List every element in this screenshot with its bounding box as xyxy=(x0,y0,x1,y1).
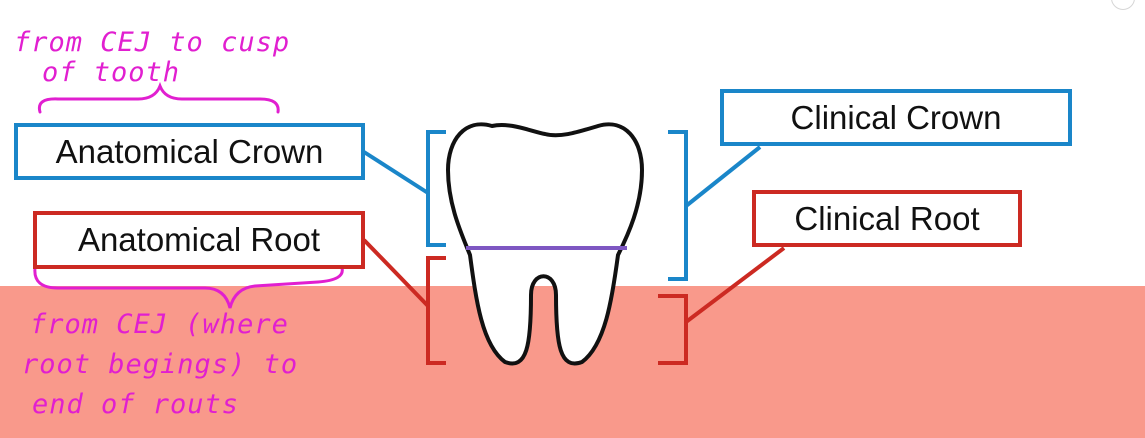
clinical-crown-label: Clinical Crown xyxy=(720,89,1072,146)
crown-note-brace xyxy=(37,81,280,114)
root-annotation-line-2: root begings) to xyxy=(22,349,299,380)
anatomical-root-bracket xyxy=(426,256,446,365)
crown-annotation-line-2: of tooth xyxy=(42,57,181,88)
anatomical-crown-leader xyxy=(362,150,430,195)
clinical-crown-bracket xyxy=(668,130,688,281)
root-annotation: from CEJ (where root begings) to end of … xyxy=(22,305,298,425)
tooth-outline xyxy=(446,122,644,366)
root-annotation-line-3: end of routs xyxy=(32,389,240,420)
root-note-brace xyxy=(33,266,344,309)
clinical-crown-leader xyxy=(684,145,762,208)
anatomical-root-label: Anatomical Root xyxy=(33,211,365,269)
clinical-root-leader xyxy=(684,246,786,324)
anatomical-crown-label: Anatomical Crown xyxy=(14,123,365,180)
root-annotation-line-1: from CEJ (where xyxy=(30,309,289,340)
clinical-root-bracket xyxy=(658,294,688,365)
anatomical-root-leader xyxy=(362,238,430,308)
clinical-root-label: Clinical Root xyxy=(752,190,1022,247)
crown-annotation: from CEJ to cusp of tooth xyxy=(14,28,290,88)
crown-annotation-line-1: from CEJ to cusp xyxy=(14,27,291,58)
anatomical-crown-bracket xyxy=(426,130,446,247)
